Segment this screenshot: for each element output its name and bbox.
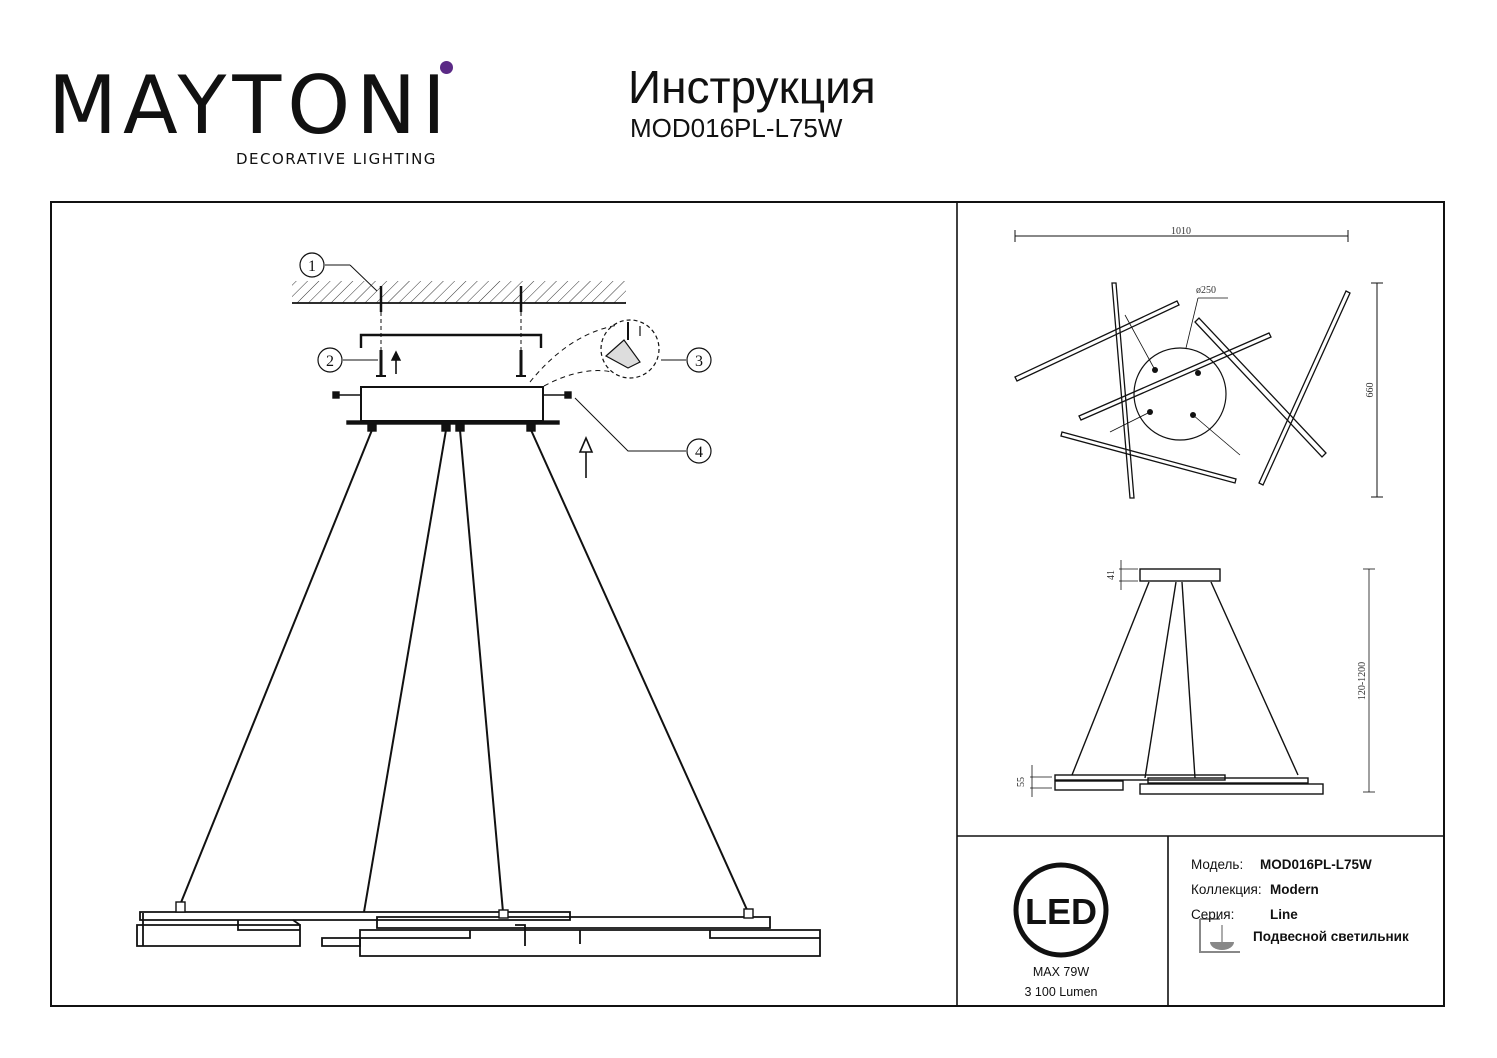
svg-text:3: 3 <box>695 353 703 370</box>
callout-2: 2 <box>317 347 343 373</box>
dim-canopy-height: 41 <box>1106 570 1117 580</box>
document-frame <box>50 201 1445 1007</box>
brand-logo: MAYTONI <box>48 59 452 152</box>
dim-suspension: 120-1200 <box>1357 662 1368 700</box>
spec-collection-label: Коллекция: <box>1191 882 1262 897</box>
pendant-lamp-icon <box>1199 918 1240 953</box>
plan-view <box>1014 230 1383 499</box>
ceiling-hatch <box>292 281 626 303</box>
callout-4: 4 <box>686 438 712 464</box>
screw-left <box>376 350 386 377</box>
dim-diameter: ø250 <box>1196 285 1216 296</box>
spec-model-value: MOD016PL-L75W <box>1260 857 1372 872</box>
canopy-body <box>360 386 544 422</box>
screw-right <box>516 350 526 377</box>
canopy-base <box>346 420 560 425</box>
detail-circle <box>600 319 660 379</box>
callout-3: 3 <box>686 347 712 373</box>
spec-collection-value: Modern <box>1270 882 1319 897</box>
led-badge-label: LED <box>1025 891 1097 932</box>
brand-tagline: DECORATIVE LIGHTING <box>236 150 437 168</box>
svg-text:4: 4 <box>695 444 703 461</box>
callout-1: 1 <box>299 252 325 278</box>
spec-series-value: Line <box>1270 907 1298 922</box>
spec-type-value: Подвесной светильник <box>1253 929 1409 944</box>
svg-text:1: 1 <box>308 258 316 275</box>
side-view <box>1030 560 1375 797</box>
light-bars <box>136 911 821 957</box>
logo-dot-icon <box>440 61 453 74</box>
page-title: Инструкция <box>628 61 876 113</box>
led-lumen: 3 100 Lumen <box>1024 985 1098 999</box>
assembly-drawing <box>136 264 821 957</box>
suspension-cables <box>179 429 749 913</box>
dim-body-height: 55 <box>1016 777 1027 787</box>
frame-dividers <box>956 201 1445 1007</box>
mounting-bracket <box>359 333 543 348</box>
side-canopy <box>1139 568 1221 582</box>
spec-series-label: Серия: <box>1191 907 1235 922</box>
page-model: MOD016PL-L75W <box>630 113 843 143</box>
canopy-disc <box>1133 347 1227 441</box>
dim-width: 1010 <box>1171 226 1191 237</box>
dim-depth: 660 <box>1365 383 1376 398</box>
svg-text:2: 2 <box>326 353 334 370</box>
side-bars <box>1054 774 1324 795</box>
spec-model-label: Модель: <box>1191 857 1244 872</box>
plan-bars <box>1014 282 1351 499</box>
led-power: MAX 79W <box>1032 965 1090 979</box>
led-badge: LED <box>1013 862 1109 958</box>
